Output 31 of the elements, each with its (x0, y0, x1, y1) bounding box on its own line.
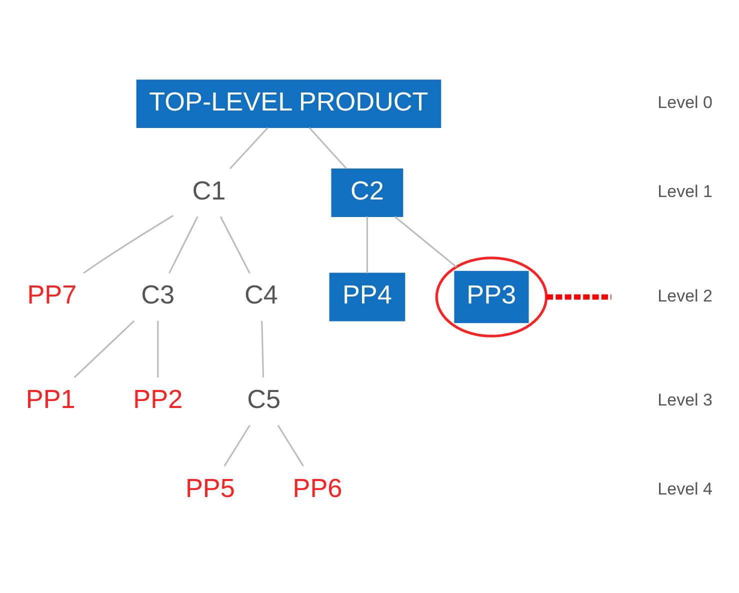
label: Level 0 (658, 92, 713, 112)
connector (546, 294, 612, 300)
connector (261, 320, 264, 377)
node-box: TOP-LEVEL PRODUCT (136, 79, 442, 128)
node-text: PP6 (292, 472, 342, 502)
connector (308, 126, 348, 169)
node-text: PP7 (27, 279, 77, 310)
connector (157, 320, 159, 377)
node-text: PP1 (26, 383, 76, 414)
node-text: C1 (192, 174, 226, 205)
connector (366, 216, 368, 273)
connector (74, 320, 135, 378)
connector (394, 216, 457, 268)
node-text: PP2 (133, 383, 183, 414)
connector (168, 216, 198, 274)
node-text: C5 (247, 383, 281, 414)
node-text: C4 (244, 279, 278, 310)
node-ellipse: PP3 (435, 256, 548, 337)
label: Level 3 (658, 390, 713, 410)
label: Level 4 (658, 479, 713, 498)
node-text: C3 (141, 279, 175, 310)
connector (229, 126, 268, 169)
connector (224, 424, 250, 466)
connector (277, 424, 304, 466)
connector (83, 214, 174, 274)
node-text: PP5 (186, 472, 235, 502)
connector (220, 216, 250, 274)
node-box: C2 (331, 168, 404, 216)
node-box: PP4 (329, 272, 406, 321)
label: Level 2 (658, 286, 713, 305)
label: Level 1 (658, 182, 713, 201)
